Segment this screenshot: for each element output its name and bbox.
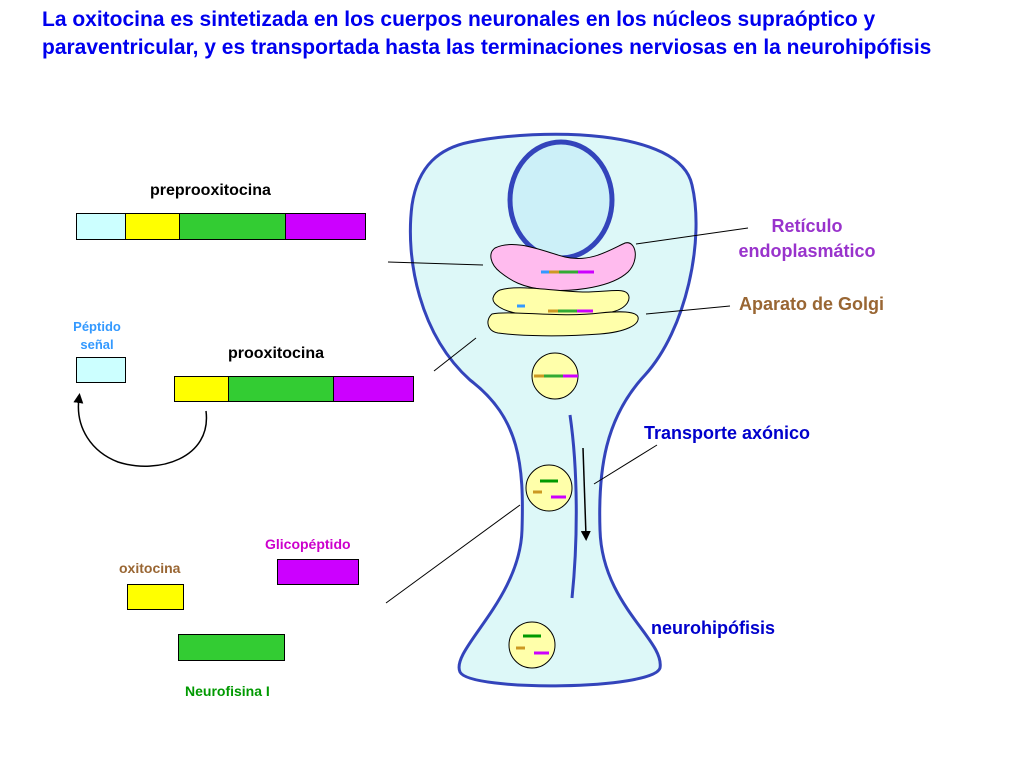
reticulo-label: Retículo endoplasmático <box>738 216 876 261</box>
prooxitocina-neurophysin-segment <box>228 376 334 402</box>
glicopeptido-label: Glicopéptido <box>265 536 351 552</box>
nucleus <box>507 139 615 261</box>
leader-line-products <box>385 504 521 604</box>
leader-line-transporte <box>593 444 658 485</box>
transport-arrow <box>580 447 591 541</box>
page-title: La oxitocina es sintetizada en los cuerp… <box>42 8 932 59</box>
vesicle-1 <box>531 352 579 400</box>
preprooxitocina-glycopeptide-segment <box>285 213 366 240</box>
vesicle-3 <box>508 621 556 669</box>
endoplasmic-reticulum <box>490 242 636 291</box>
preprooxitocina-neurophysin-segment <box>179 213 286 240</box>
golgi-label: Aparato de Golgi <box>739 294 885 314</box>
transporte-label: Transporte axónico <box>644 423 811 443</box>
leader-line-golgi <box>645 305 731 315</box>
preprooxitocina-oxytocin-segment <box>125 213 180 240</box>
prooxitocina-oxytocin-segment <box>174 376 229 402</box>
leader-line-prooxitocina <box>433 337 477 372</box>
glicopeptido-box <box>277 559 359 585</box>
oxitocina-label: oxitocina <box>119 560 181 576</box>
peptido-senal-label: Péptido señal <box>73 319 121 352</box>
prooxitocina-label: prooxitocina <box>228 345 325 362</box>
microtubule <box>568 414 578 599</box>
preprooxitocina-label: preprooxitocina <box>150 182 271 199</box>
oxitocina-box <box>127 584 184 610</box>
leader-line-reticulo <box>635 227 749 245</box>
leader-line-preprooxitocina <box>387 261 484 266</box>
prooxitocina-glycopeptide-segment <box>333 376 414 402</box>
neurofisina-box <box>178 634 285 661</box>
preprooxitocina-signal-segment <box>76 213 126 240</box>
neurofisina-label: Neurofisina I <box>185 683 270 699</box>
golgi-cisterna-lower <box>487 311 639 337</box>
neurohipofisis-label: neurohipófisis <box>651 618 776 638</box>
peptido-senal-box <box>76 357 126 383</box>
vesicle-2 <box>525 464 573 512</box>
cleavage-arrow <box>73 393 208 467</box>
golgi-peptide-chain <box>517 304 593 313</box>
